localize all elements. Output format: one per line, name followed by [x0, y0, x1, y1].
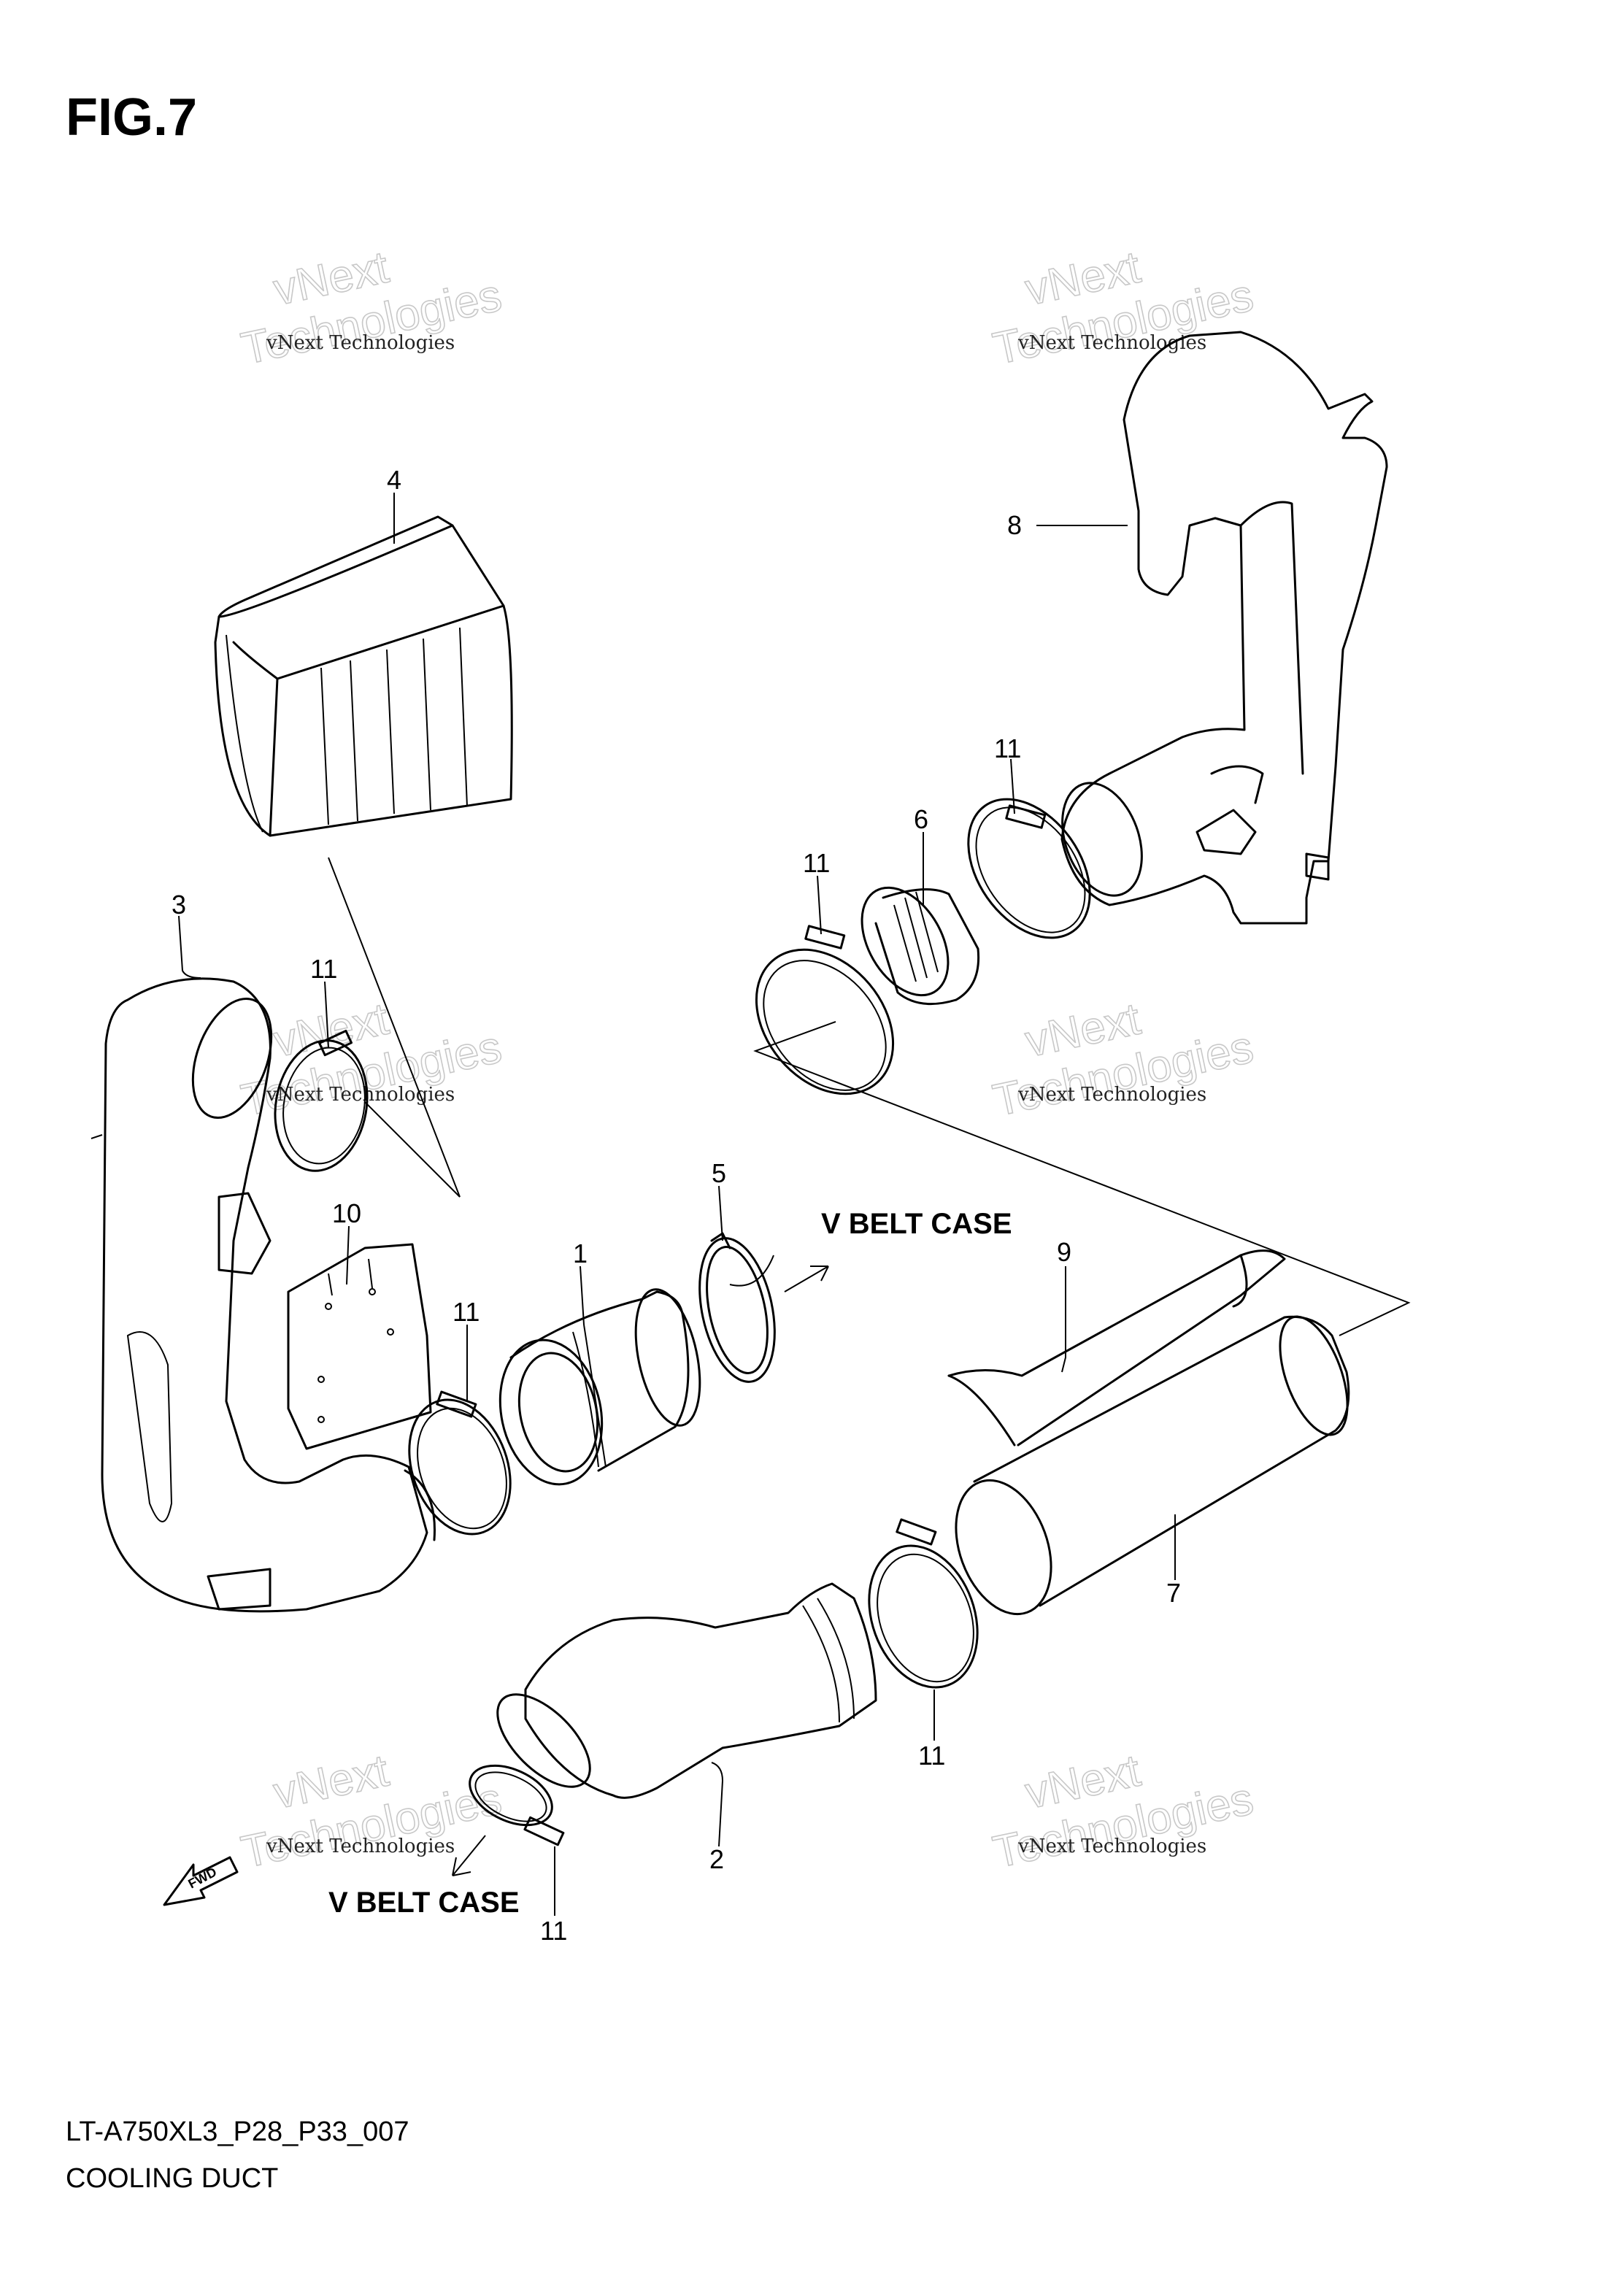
callout-2: 2: [709, 1844, 724, 1874]
callout-6: 6: [914, 804, 928, 834]
assembly-guide-lines: [328, 857, 1411, 1336]
part-1-sleeve: [498, 1288, 701, 1486]
callout-11-c: 11: [803, 848, 830, 878]
callout-8: 8: [1007, 510, 1022, 540]
figure-title: FIG.7: [66, 88, 198, 147]
arrow-to-vbelt-case-top: [784, 1266, 829, 1293]
part-10-gasket: [287, 1243, 432, 1450]
part-8-upper-duct: [1060, 331, 1388, 925]
callout-11-d: 11: [994, 733, 1021, 763]
watermark-small: vNext Technologies: [266, 1084, 455, 1106]
part-6-coupling: [860, 886, 980, 1006]
callout-7: 7: [1166, 1578, 1181, 1608]
part-11-clamp-d: [967, 798, 1091, 939]
part-11-clamp-c: [755, 925, 895, 1095]
watermark-small: vNext Technologies: [266, 1835, 455, 1857]
leader-lines: [178, 493, 1176, 1916]
callout-11-a: 11: [310, 954, 337, 984]
drawing-code: LT-A750XL3_P28_P33_007: [66, 2116, 409, 2147]
part-11-clamp-e: [868, 1518, 979, 1689]
callout-3: 3: [172, 890, 186, 920]
watermark-small: vNext Technologies: [1017, 1084, 1206, 1106]
callout-11-b: 11: [453, 1297, 480, 1327]
watermark-small: vNext Technologies: [266, 332, 455, 354]
fwd-arrow-icon: FWD: [163, 1856, 239, 1906]
callout-5: 5: [712, 1158, 726, 1188]
callout-1: 1: [573, 1238, 588, 1268]
part-9-heat-shield: [947, 1249, 1286, 1446]
callout-11-e: 11: [918, 1741, 945, 1771]
drawing-name: COOLING DUCT: [66, 2163, 279, 2194]
part-5-clamp: [698, 1232, 776, 1383]
part-3-duct: [91, 977, 436, 1613]
watermark-small: vNext Technologies: [1017, 1835, 1206, 1857]
watermark-small: vNext Technologies: [1017, 332, 1206, 354]
callout-9: 9: [1057, 1237, 1071, 1267]
part-7-tube: [955, 1315, 1350, 1616]
part-4-cover: [214, 515, 513, 837]
part-11-clamp-b: [408, 1390, 512, 1536]
callout-10: 10: [332, 1198, 361, 1228]
part-2-lower-duct: [496, 1582, 877, 1799]
part-11-clamp-f: [469, 1764, 565, 1846]
callout-11-f: 11: [540, 1916, 567, 1946]
arrow-to-vbelt-case-bottom: [452, 1835, 486, 1876]
part-11-clamp-a: [274, 1029, 369, 1172]
callout-4: 4: [387, 465, 401, 495]
note-vbelt-case-bottom: V BELT CASE: [328, 1887, 520, 1919]
note-vbelt-case-top: V BELT CASE: [821, 1208, 1012, 1240]
